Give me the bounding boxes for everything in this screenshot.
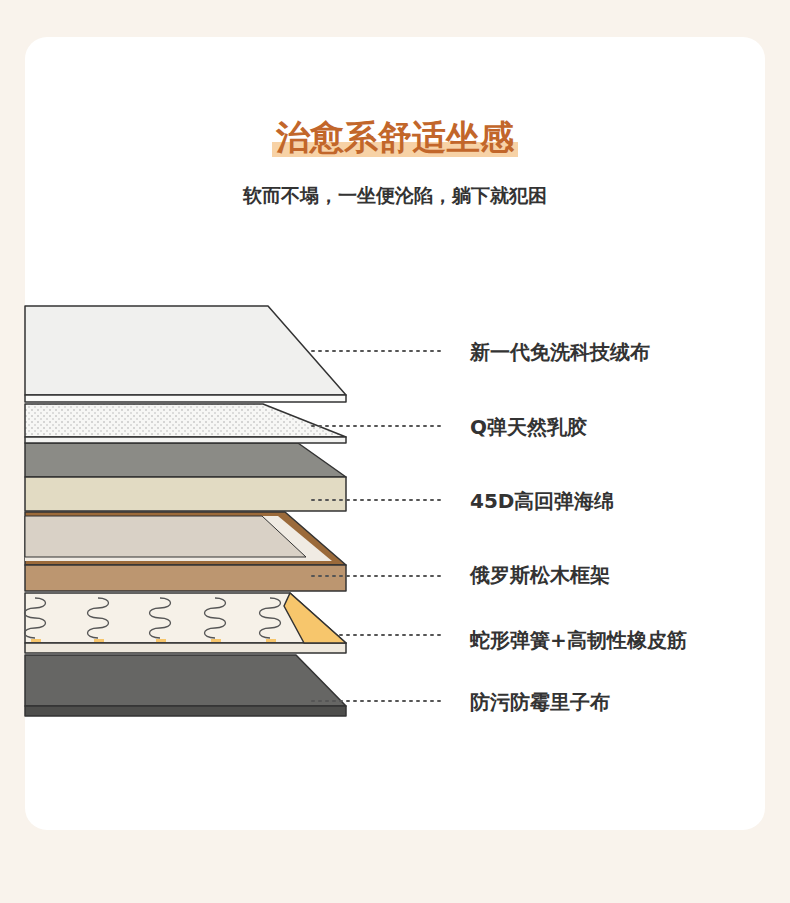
base-top (25, 655, 346, 706)
layer-label: 蛇形弹簧+高韧性橡皮筋 (470, 627, 687, 654)
layer-label: 防污防霉里子布 (470, 689, 610, 716)
layer-label: 俄罗斯松木框架 (470, 562, 610, 589)
base-front (25, 706, 346, 716)
spring-coil (150, 598, 171, 638)
leader-line (312, 425, 440, 427)
spring-clip (211, 639, 221, 642)
subtitle: 软而不塌，一坐便沦陷，躺下就犯困 (243, 183, 547, 209)
spring-clip (94, 639, 104, 642)
frame-inner (25, 516, 332, 561)
leader-line (312, 575, 440, 577)
fabric-top (25, 306, 346, 395)
webbing (284, 593, 346, 643)
spring-clip (31, 639, 41, 642)
frame-top (25, 512, 346, 565)
latex-top (25, 404, 346, 437)
spring-coils (25, 598, 281, 642)
fabric-front (25, 395, 346, 402)
leader-line (312, 499, 440, 501)
spring-top (25, 593, 346, 643)
foam-front (25, 477, 346, 511)
title: 治愈系舒适坐感 (272, 115, 518, 161)
foam-top (25, 443, 346, 477)
latex-front (25, 437, 346, 443)
leader-line (312, 350, 440, 352)
spring-front (25, 643, 346, 653)
spring-clip (156, 639, 166, 642)
frame-front (25, 565, 346, 591)
spring-coil (260, 598, 281, 638)
layer-label: Q弹天然乳胶 (470, 414, 587, 441)
card (25, 37, 765, 830)
spring-clip (266, 639, 276, 642)
layers (25, 306, 347, 716)
leader-lines (312, 351, 440, 701)
layer-label: 45D高回弹海绵 (470, 488, 614, 515)
leader-line (312, 700, 440, 702)
spring-coil (205, 598, 226, 638)
spring-coil (88, 598, 109, 638)
layer-label: 新一代免洗科技绒布 (470, 339, 650, 366)
leader-line (340, 634, 440, 636)
spring-coil (25, 598, 46, 638)
frame-panel (25, 516, 306, 557)
